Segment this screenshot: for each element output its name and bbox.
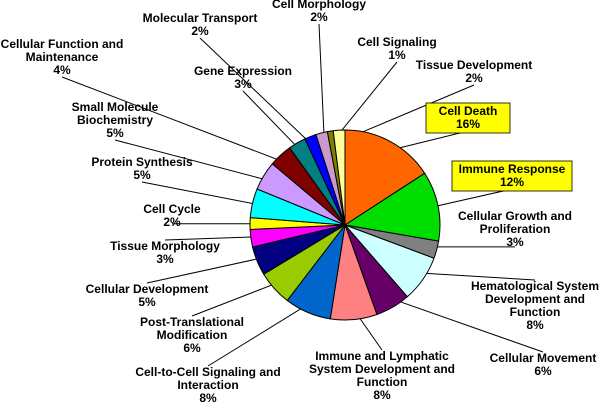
leader-line-cellular-movement xyxy=(387,296,544,353)
leader-line-cell-morphology xyxy=(318,23,325,144)
leader-line-protein-synthesis xyxy=(141,181,264,207)
leader-line-cell-signaling xyxy=(331,61,398,143)
leader-line-gene-expression xyxy=(242,90,304,154)
pie-slices xyxy=(249,129,441,321)
leader-line-molecular-transport xyxy=(199,37,315,148)
pie-slice-cell-death xyxy=(344,129,426,226)
leader-line-hematological-system-development-and-function xyxy=(413,272,536,281)
pie-slice-tissue-development xyxy=(332,129,346,226)
leader-line-small-molecule-biochemistry xyxy=(114,139,274,183)
leader-line-immune-response xyxy=(426,188,513,209)
leader-line-tissue-morphology xyxy=(164,236,263,241)
highlight-box-immune-response xyxy=(451,160,573,192)
leader-line-cellular-development xyxy=(146,256,268,284)
leader-line-post-translational-modification xyxy=(191,280,283,317)
leader-line-cell-to-cell-signaling-and-interaction xyxy=(207,301,313,367)
highlight-box-cell-death xyxy=(425,102,511,134)
leader-line-cellular-function-and-maintenance xyxy=(61,76,289,165)
pie-slice-immune-response xyxy=(343,172,441,242)
